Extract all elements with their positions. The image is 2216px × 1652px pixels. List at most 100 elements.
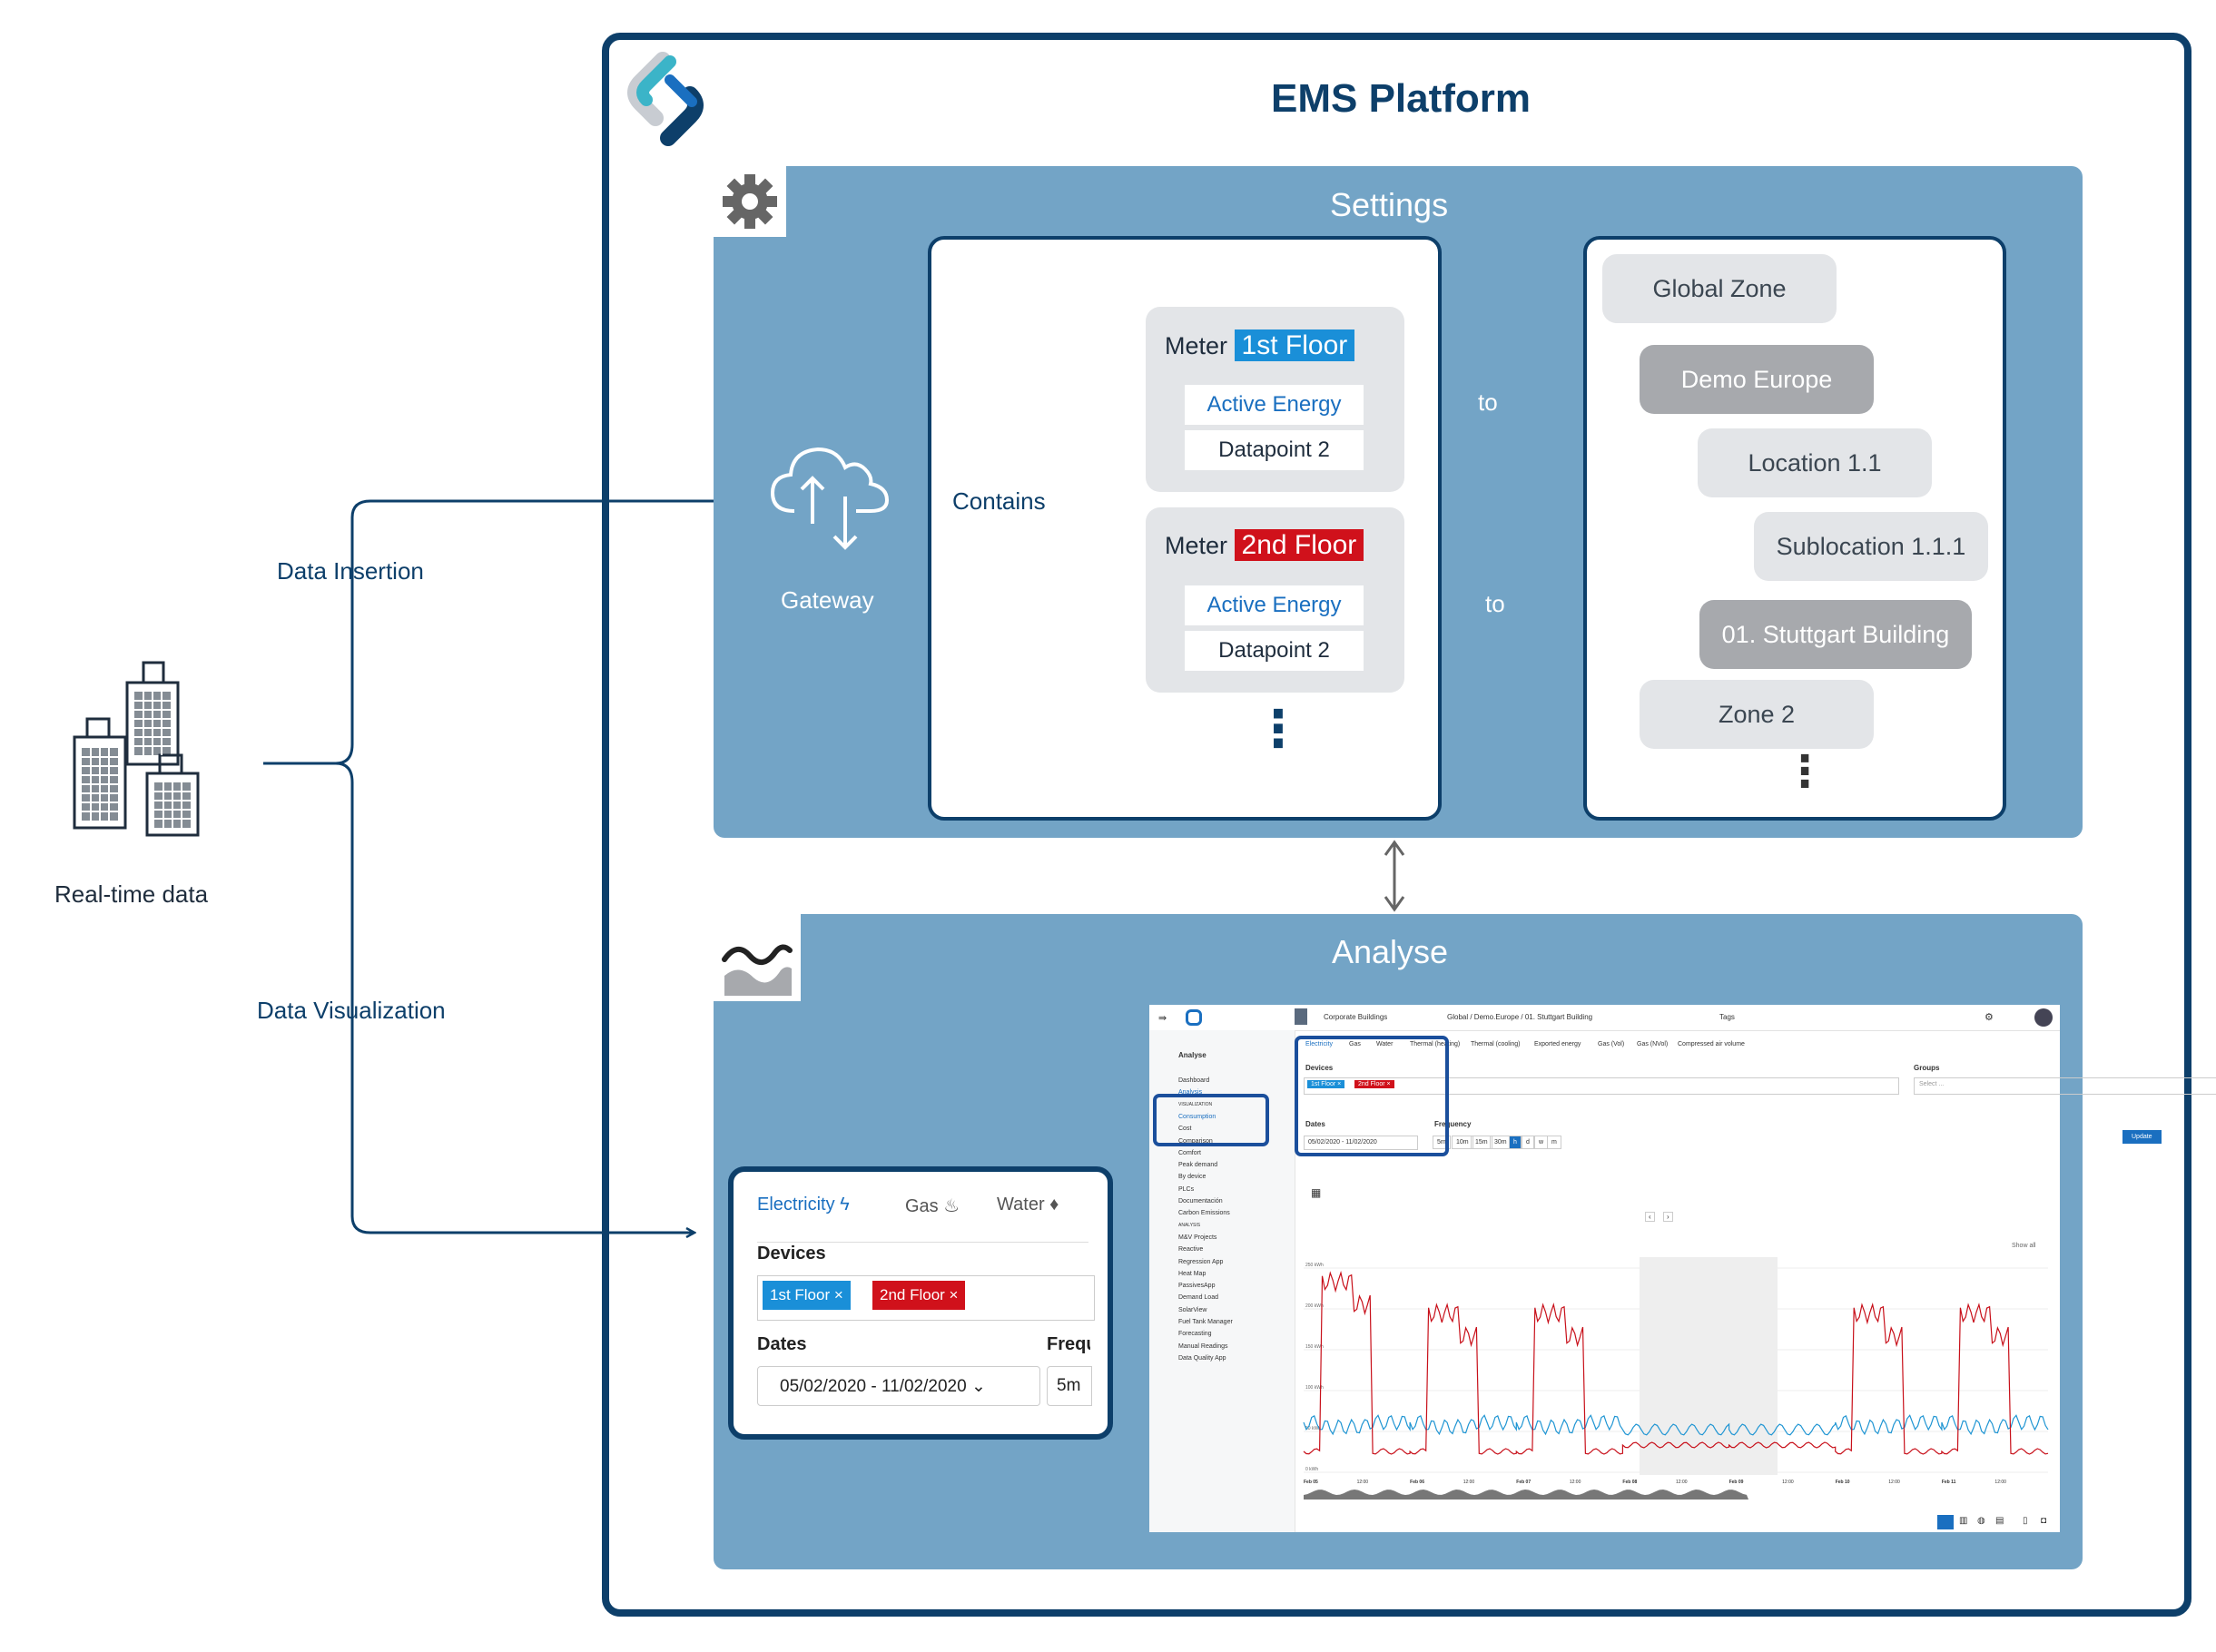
sidebar-item-forecasting[interactable]: Forecasting [1178,1331,1212,1338]
sidebar-item-comfort[interactable]: Comfort [1178,1149,1201,1156]
x-tick-label: 12:00 [1570,1480,1581,1485]
zoom-tab-water[interactable]: Water ♦ [997,1195,1059,1214]
app-groups-input[interactable] [1914,1077,2216,1095]
freq-button-10m[interactable]: 10m [1452,1136,1473,1149]
line-chart-view-icon[interactable] [1937,1515,1954,1529]
sidebar-item-by-device[interactable]: By device [1178,1174,1206,1181]
zoom-devices-input[interactable] [757,1275,1095,1321]
app-tags-filter[interactable]: Tags [1719,1013,1735,1021]
freq-button-5m[interactable]: 5m [1433,1136,1451,1149]
sidebar-item-m-v-projects[interactable]: M&V Projects [1178,1234,1217,1241]
meter-1-tag: 1st Floor [1234,329,1355,361]
sidebar-item-analysis[interactable]: Analysis [1178,1089,1203,1096]
collapse-menu-icon[interactable]: ⇛ [1158,1013,1167,1024]
sidebar-item-reactive[interactable]: Reactive [1178,1246,1204,1254]
sidebar-item-cost[interactable]: Cost [1178,1126,1192,1133]
chevron-down-icon: ⌄ [970,1377,986,1396]
zoom-tab-electricity[interactable]: Electricity ϟ [757,1195,850,1214]
app-devices-input[interactable] [1304,1077,1899,1095]
camera-icon[interactable]: ◘ [2041,1516,2047,1526]
zoom-device-tag-2nd-floor[interactable]: 2nd Floor × [872,1281,966,1310]
sidebar-item-dashboard[interactable]: Dashboard [1178,1077,1210,1084]
app-settings-icon[interactable]: ⚙ [1985,1012,1994,1023]
zoom-date-range-select[interactable]: 05/02/2020 - 11/02/2020 ⌄ [757,1366,1040,1406]
x-tick-label: Feb 07 [1516,1480,1531,1485]
energy-tab-gas-nvol-[interactable]: Gas (NVol) [1637,1041,1669,1047]
sidebar-item-peak-demand[interactable]: Peak demand [1178,1162,1218,1169]
next-period-button[interactable]: › [1663,1212,1673,1222]
freq-button-h[interactable]: h [1509,1136,1522,1149]
app-sidebar-title: Analyse [1178,1051,1206,1059]
flame-icon: ♨ [943,1196,960,1216]
stacked-view-icon[interactable]: ▤ [1995,1516,2004,1526]
zoom-tab-gas[interactable]: Gas ♨ [905,1196,960,1216]
freq-button-d[interactable]: d [1522,1136,1534,1149]
app-device-tag-1[interactable]: 1st Floor × [1307,1080,1345,1088]
sidebar-item-heat-map[interactable]: Heat Map [1178,1270,1206,1277]
energy-tab-exported-energy[interactable]: Exported energy [1534,1041,1581,1047]
energy-tab-gas[interactable]: Gas [1349,1041,1361,1047]
prev-period-button[interactable]: ‹ [1645,1212,1655,1222]
zone-sublocation-1-1-1[interactable]: Sublocation 1.1.1 [1754,512,1988,581]
sidebar-item-data-quality-app[interactable]: Data Quality App [1178,1354,1226,1362]
energy-tab-compressed-air-volume[interactable]: Compressed air volume [1678,1041,1745,1047]
zoom-device-tag-1st-floor[interactable]: 1st Floor × [763,1281,851,1310]
sidebar-item-demand-load[interactable]: Demand Load [1178,1294,1218,1302]
weekend-shade [1640,1257,1778,1475]
show-all-link[interactable]: Show all [2012,1243,2036,1249]
zone-stuttgart-building[interactable]: 01. Stuttgart Building [1699,600,1972,669]
sidebar-item-passivesapp[interactable]: PassivesApp [1178,1283,1216,1290]
app-building-select[interactable]: Corporate Buildings [1324,1013,1388,1021]
app-date-range[interactable]: 05/02/2020 - 11/02/2020 [1304,1136,1418,1150]
meter-1-datapoint-2: Datapoint 2 [1185,430,1364,470]
sidebar-item-documentaci-n[interactable]: Documentación [1178,1198,1223,1205]
x-tick-label: 12:00 [1463,1480,1475,1485]
buildings-icon [73,661,200,837]
bar-chart-view-icon[interactable]: ▥ [1959,1516,1968,1526]
zoom-frequency-5m[interactable]: 5m [1047,1366,1092,1406]
user-avatar[interactable] [2034,1008,2053,1027]
page-title: EMS Platform [1271,76,1532,121]
energy-tab-water[interactable]: Water [1376,1041,1394,1047]
energy-tabs: Electricity Gas Water Thermal (heating) Ther… [1305,1041,2059,1054]
energy-tab-electricity[interactable]: Electricity [1305,1041,1333,1047]
freq-button-15m[interactable]: 15m [1471,1136,1492,1149]
settings-icon-badge [714,166,786,237]
x-tick-label: Feb 09 [1729,1480,1744,1485]
ems-logo-icon [627,52,704,146]
table-view-icon[interactable]: ▦ [1311,1186,1322,1199]
sidebar-item-carbon-emissions[interactable]: Carbon Emissions [1178,1210,1230,1217]
energy-tab-thermal-cooling-[interactable]: Thermal (cooling) [1471,1041,1521,1047]
freq-button-w[interactable]: w [1534,1136,1549,1149]
sidebar-item-solarview[interactable]: SolarView [1178,1306,1207,1313]
zone-2[interactable]: Zone 2 [1640,680,1874,749]
sidebar-item-plcs[interactable]: PLCs [1178,1185,1195,1193]
sidebar-item-consumption[interactable]: Consumption [1178,1113,1216,1120]
app-location-path[interactable]: Global / Demo.Europe / 01. Stuttgart Bui… [1447,1013,1593,1021]
sidebar-item-fuel-tank-manager[interactable]: Fuel Tank Manager [1178,1319,1233,1325]
sidebar-item-regression-app[interactable]: Regression App [1178,1258,1224,1265]
y-tick-label: 150 kWh [1305,1344,1324,1350]
app-devices-label: Devices [1305,1064,1334,1072]
analyse-icon-badge [714,914,801,1001]
freq-button-m[interactable]: m [1547,1136,1561,1149]
energy-tab-thermal-heating-[interactable]: Thermal (heating) [1410,1041,1461,1047]
export-pdf-icon[interactable]: ▯ [2023,1516,2028,1526]
x-tick-label: 12:00 [1676,1480,1688,1485]
app-groups-placeholder: Select ... [1919,1081,1945,1087]
sidebar-item-manual-readings[interactable]: Manual Readings [1178,1342,1228,1350]
drop-icon: ♦ [1049,1195,1059,1214]
app-update-button[interactable]: Update [2122,1130,2162,1144]
app-sidebar [1149,1030,1295,1532]
zone-demo-europe[interactable]: Demo Europe [1640,345,1874,414]
sidebar-item-comparison[interactable]: Comparison [1178,1137,1213,1145]
y-tick-label: 200 kWh [1305,1303,1324,1309]
app-topbar [1149,1005,2060,1031]
globe-view-icon[interactable]: ◍ [1977,1516,1985,1526]
zone-location-1-1[interactable]: Location 1.1 [1698,428,1932,497]
meter-1-active-energy: Active Energy [1185,385,1364,425]
app-device-tag-2[interactable]: 2nd Floor × [1354,1080,1394,1088]
zone-global-zone[interactable]: Global Zone [1602,254,1837,323]
energy-tab-gas-vol-[interactable]: Gas (Vol) [1598,1041,1625,1047]
